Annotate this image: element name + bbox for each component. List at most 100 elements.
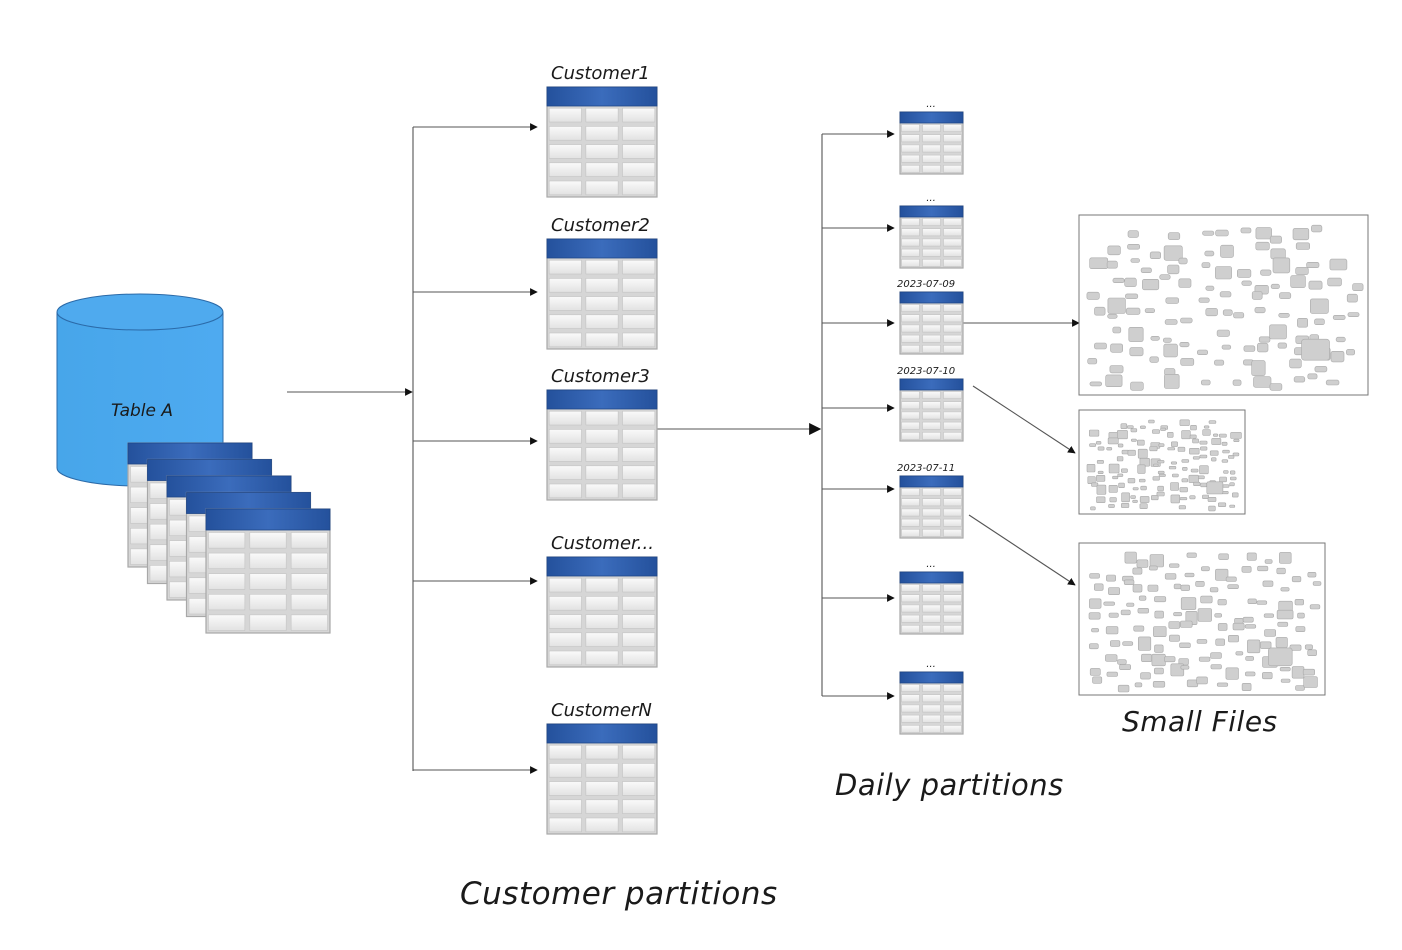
small-file <box>1307 373 1318 380</box>
table-cell <box>922 694 941 703</box>
small-file <box>1108 504 1115 508</box>
small-file <box>1190 424 1197 431</box>
table-cell <box>548 817 582 833</box>
small-file <box>1169 634 1180 642</box>
small-file <box>1148 419 1155 424</box>
small-file <box>1289 358 1302 369</box>
small-file <box>1201 262 1211 268</box>
table-cell <box>922 411 941 420</box>
table-cell <box>548 614 582 629</box>
table-cell <box>548 410 582 426</box>
small-file <box>1233 438 1240 443</box>
small-file <box>1152 476 1160 481</box>
customer-table <box>546 556 658 668</box>
small-file <box>1240 227 1252 234</box>
small-file <box>1189 495 1196 500</box>
small-file <box>1137 439 1145 446</box>
daily-label: ... <box>926 659 936 670</box>
small-file <box>1228 634 1240 643</box>
small-file <box>1130 495 1136 499</box>
small-file <box>1188 474 1199 483</box>
small-file <box>1158 443 1165 447</box>
table-cell <box>943 694 962 703</box>
small-file <box>1140 425 1146 429</box>
small-file <box>1192 438 1199 444</box>
table-cell <box>585 144 619 159</box>
table-header <box>899 205 964 218</box>
small-file <box>1229 482 1235 487</box>
small-file <box>1117 659 1127 665</box>
small-file <box>1107 297 1126 314</box>
small-file <box>1280 587 1290 592</box>
small-file <box>1198 656 1211 662</box>
small-file <box>1089 257 1109 269</box>
small-file <box>1157 485 1164 492</box>
small-file <box>1097 470 1104 475</box>
table-cell <box>901 594 920 603</box>
small-file <box>1189 434 1197 439</box>
table-cell <box>622 632 656 647</box>
small-file <box>1168 465 1177 470</box>
small-file <box>1263 613 1274 618</box>
small-file <box>1112 277 1125 284</box>
small-file <box>1089 598 1102 609</box>
small-file <box>1278 312 1290 318</box>
small-file <box>1149 251 1161 259</box>
table-cell <box>922 508 941 517</box>
table-cell <box>922 518 941 527</box>
table-cell <box>943 724 962 733</box>
small-file <box>1156 491 1165 497</box>
small-file <box>1144 308 1155 313</box>
small-file <box>1127 230 1139 238</box>
small-file <box>1198 475 1205 480</box>
table-cell <box>585 107 619 123</box>
table-cell <box>901 144 920 153</box>
table-cell <box>208 573 246 590</box>
table-cell <box>208 614 246 631</box>
small-file <box>1256 600 1268 605</box>
table-cell <box>622 577 656 593</box>
daily-table <box>899 291 964 355</box>
daily-label: ... <box>926 193 936 204</box>
table-cell <box>585 744 619 760</box>
small-file <box>1147 584 1159 592</box>
small-file <box>1140 267 1152 273</box>
small-file <box>1295 685 1305 691</box>
small-file <box>1180 620 1193 628</box>
small-file <box>1245 671 1256 677</box>
small-file <box>1237 269 1252 278</box>
table-cell <box>622 144 656 159</box>
table-cell <box>943 528 962 537</box>
table-cell <box>922 431 941 440</box>
small-file <box>1149 446 1158 452</box>
table-cell <box>922 334 941 343</box>
table-cell <box>548 781 582 796</box>
small-file <box>1163 337 1172 343</box>
table-cell <box>548 799 582 814</box>
small-file <box>1139 503 1148 510</box>
small-file <box>1297 317 1309 328</box>
small-file <box>1199 454 1208 459</box>
small-file <box>1262 672 1273 680</box>
small-file <box>1223 470 1229 474</box>
table-cell <box>901 165 920 173</box>
small-file <box>1202 494 1210 500</box>
table-cell <box>943 614 962 623</box>
table-cell <box>585 614 619 629</box>
small-file <box>1297 612 1305 619</box>
table-cell <box>922 391 941 399</box>
small-file <box>1153 626 1167 637</box>
small-file <box>1242 616 1254 623</box>
small-file <box>1087 358 1098 365</box>
small-file <box>1215 229 1229 237</box>
small-file <box>1254 307 1266 314</box>
table-cell <box>901 704 920 713</box>
table-cell <box>922 238 941 247</box>
small-file <box>1200 482 1207 488</box>
table-cell <box>208 552 246 570</box>
small-file <box>1232 452 1240 457</box>
small-file <box>1178 278 1192 288</box>
small-file <box>1255 227 1272 240</box>
small-file <box>1140 485 1147 491</box>
